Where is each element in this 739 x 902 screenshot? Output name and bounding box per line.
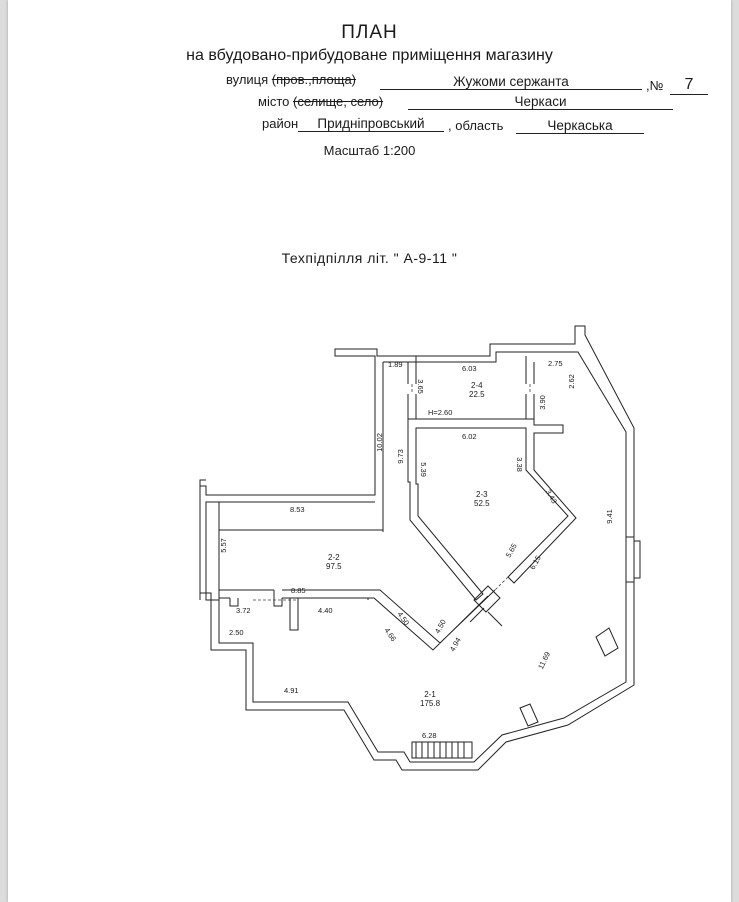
number-label: ,№	[646, 78, 664, 93]
district-value: Придніпровський	[298, 116, 444, 132]
outer-wall-inner	[205, 351, 627, 763]
dim-8-53: 8.53	[290, 505, 305, 514]
wall-lines	[199, 325, 641, 771]
room-2-2-label: 2-2 97.5	[326, 553, 342, 571]
dim-3-72: 3.72	[236, 606, 251, 615]
floor-plan-drawing	[199, 325, 641, 771]
street-value: Жужоми сержанта	[380, 74, 642, 90]
dim-8-85: 8.85	[291, 586, 306, 595]
left-wall-stubs	[199, 479, 283, 607]
room-2-2-area: 97.5	[326, 562, 342, 571]
street-label-text: вулиця	[226, 72, 269, 87]
height-note: H=2.60	[428, 408, 453, 417]
dim-4-91: 4.91	[284, 686, 299, 695]
city-label: місто (селище, село)	[258, 94, 383, 109]
right-wall-niche-1	[595, 627, 619, 657]
dim-2-62: 2.62	[566, 374, 576, 389]
room-2-4-id: 2-4	[471, 381, 483, 390]
entrance-stairs	[411, 741, 473, 759]
right-wall-niche-2	[519, 703, 539, 727]
plan-subtitle: на вбудовано-прибудоване приміщення мага…	[186, 47, 553, 64]
dim-1-89: 1.89	[388, 360, 403, 369]
dim-5-57: 5.57	[218, 538, 228, 553]
city-label-text: місто	[258, 94, 290, 109]
room-2-1-area: 175.8	[420, 699, 441, 708]
dim-5-39: 5.39	[418, 462, 428, 477]
room-2-2-walls	[218, 502, 496, 651]
room-2-3-id: 2-3	[476, 490, 488, 499]
room-2-1-id: 2-1	[424, 690, 436, 699]
room-2-1-label: 2-1 175.8	[420, 690, 440, 708]
city-struck-text: (селище, село)	[293, 94, 384, 109]
room-2-2-id: 2-2	[328, 553, 340, 562]
dim-10-02: 10.02	[374, 433, 384, 452]
dim-2-50: 2.50	[229, 628, 244, 637]
number-value: 7	[670, 76, 708, 95]
street-struck-text: (пров.,площа)	[271, 72, 357, 87]
room-2-3-label: 2-3 52.5	[474, 490, 490, 508]
dim-3-65: 3.65	[415, 379, 425, 394]
street-label: вулиця (пров.,площа)	[226, 72, 356, 87]
region-value: Черкаська	[516, 118, 644, 134]
dim-4-40: 4.40	[318, 606, 333, 615]
dim-6-03: 6.03	[462, 364, 477, 373]
room-2-3-walls	[407, 418, 577, 601]
floor-title: Техпідпілля літ. " А-9-11 "	[281, 250, 458, 266]
right-wall-bay	[626, 536, 641, 583]
dim-9-73: 9.73	[395, 449, 405, 464]
city-value: Черкаси	[408, 94, 673, 110]
plan-title: ПЛАН	[341, 22, 398, 43]
outer-wall-outer	[199, 325, 635, 771]
dim-3-90: 3.90	[537, 395, 547, 410]
dim-6-28: 6.28	[422, 731, 437, 740]
district-label: район	[262, 116, 299, 131]
document-sheet: ПЛАН на вбудовано-прибудоване приміщення…	[8, 0, 731, 902]
dim-2-75: 2.75	[548, 359, 563, 368]
corridor-cross	[469, 585, 503, 627]
dim-3-38: 3.38	[514, 457, 524, 472]
scale-note: Масштаб 1:200	[323, 143, 416, 158]
region-label: , область	[448, 118, 504, 133]
dim-9-41: 9.41	[604, 509, 614, 524]
dim-6-02: 6.02	[462, 432, 477, 441]
room-2-3-area: 52.5	[474, 499, 490, 508]
room-2-4-area: 22.5	[469, 390, 485, 399]
dashed-partitions	[253, 384, 531, 601]
room-2-4-label: 2-4 22.5	[469, 381, 485, 399]
room-2-4-walls	[407, 356, 535, 419]
